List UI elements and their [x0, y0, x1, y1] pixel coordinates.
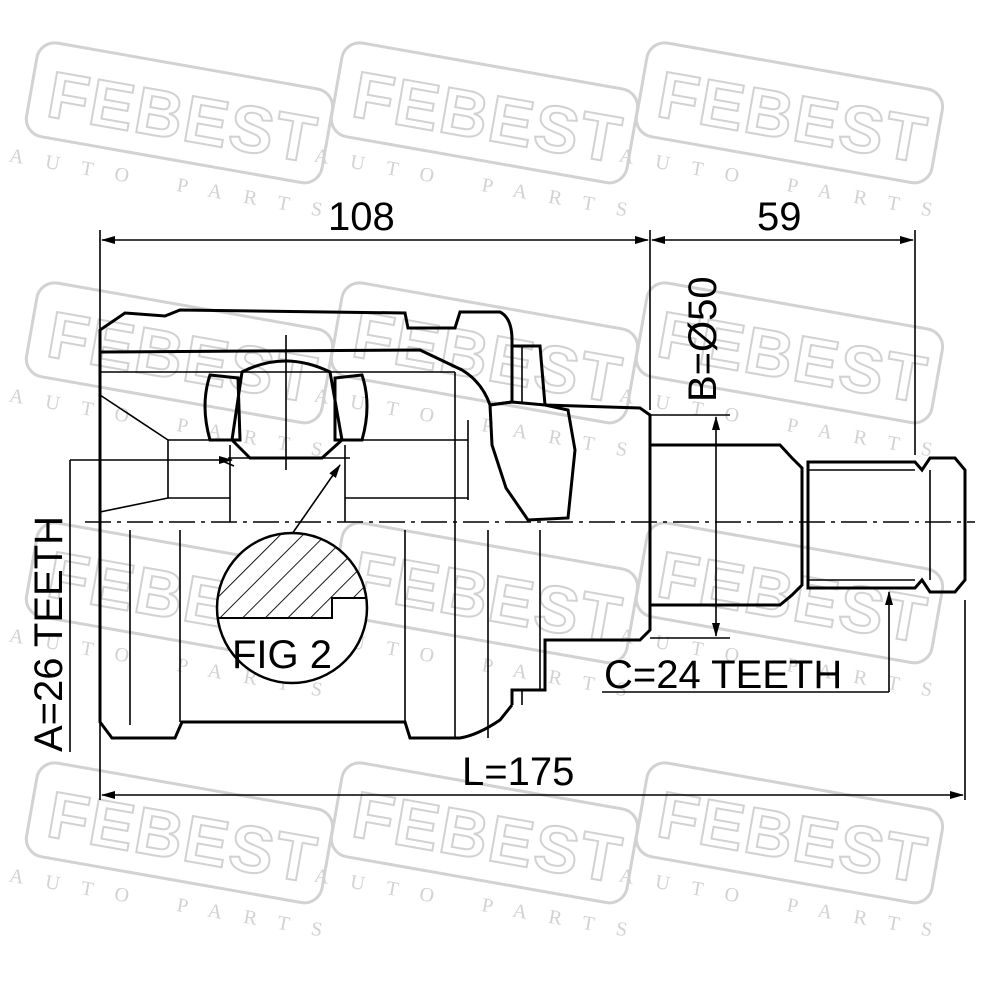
dim-inner-teeth: A=26 TEETH	[27, 516, 71, 752]
dim-59-value: 59	[757, 195, 802, 239]
shaft	[650, 443, 967, 607]
joint-housing	[98, 308, 652, 740]
housing-outline	[98, 352, 514, 740]
watermark-logo: FEBEST AUTO PARTS	[618, 281, 956, 465]
shaft-body	[650, 443, 804, 607]
watermark-layer: FEBEST AUTO PARTS FEBEST AUTO PARTS FEBE…	[8, 41, 956, 945]
detail-label: FIG 2	[232, 633, 332, 677]
dim-total-value: L=175	[462, 750, 574, 794]
dim-diameter-value: B=Ø50	[681, 276, 725, 402]
watermark-logo: FEBEST AUTO PARTS	[8, 761, 346, 945]
housing-section-neck	[488, 400, 577, 522]
dim-108-value: 108	[328, 195, 395, 239]
dimension-lines: 108 59 L=175 B=Ø50 A=26 TEETH C=24 TEETH	[27, 195, 966, 800]
watermark-logo: FEBEST AUTO PARTS	[618, 761, 956, 945]
watermark-logo: FEBEST AUTO PARTS	[8, 41, 346, 225]
housing-section-upper	[98, 308, 514, 407]
dim-outer-teeth: C=24 TEETH	[604, 653, 842, 697]
spline-end	[806, 456, 967, 594]
